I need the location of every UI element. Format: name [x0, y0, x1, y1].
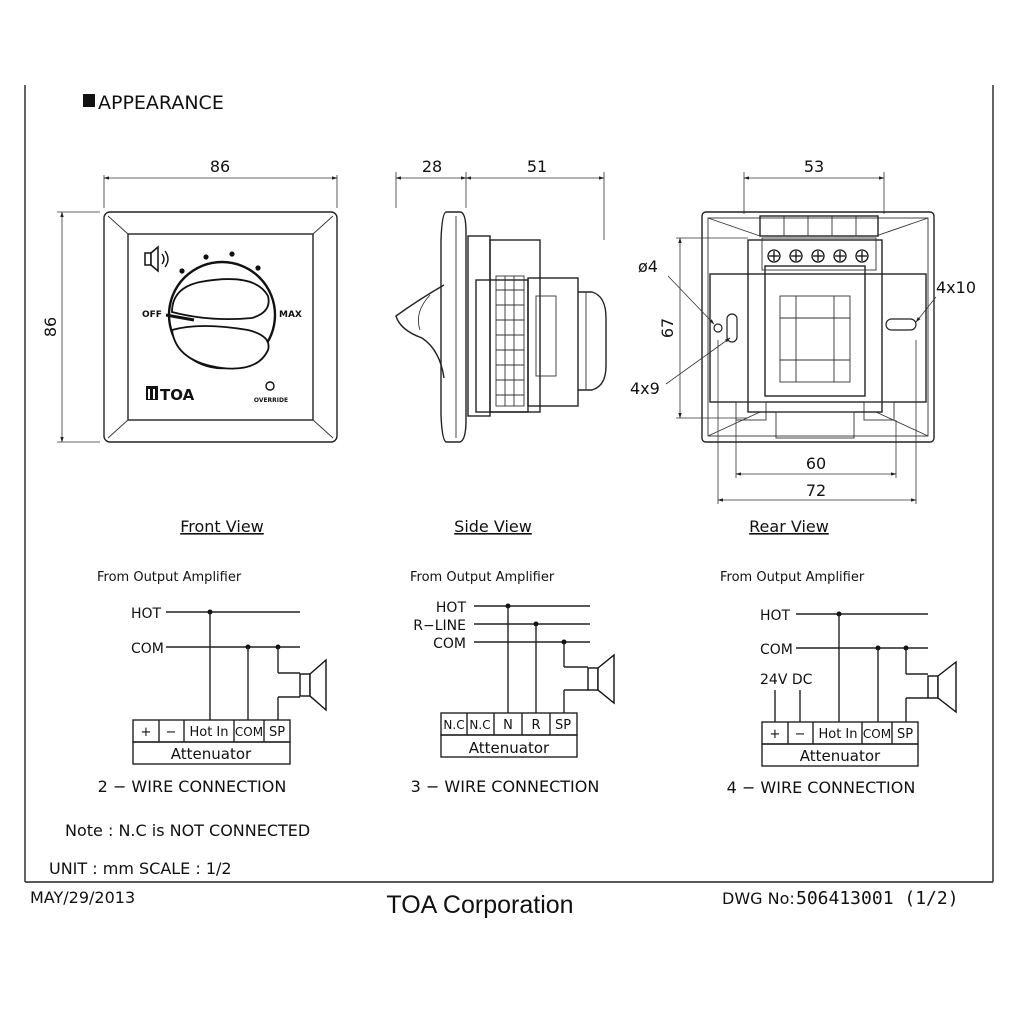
front-view: 86 86 O [41, 157, 338, 536]
three-wire-com-label: COM [433, 636, 466, 652]
four-wire-source: From Output Amplifier [720, 570, 865, 585]
four-wire-box-label: Attenuator [800, 747, 881, 765]
four-wire-caption: 4 − WIRE CONNECTION [727, 778, 916, 797]
section-marker [83, 94, 95, 107]
front-view-caption: Front View [180, 517, 264, 536]
terminal-block [759, 215, 879, 271]
two-wire-box-label: Attenuator [171, 745, 252, 763]
two-wire-hot-label: HOT [131, 606, 162, 622]
left-mount-slot [726, 313, 738, 343]
side-view: 28 51 Side View [395, 157, 607, 536]
rear-dim-top: 53 [804, 157, 824, 176]
two-wire-terminal-com: COM [235, 725, 263, 739]
two-wire-terminal-plus: + [141, 725, 152, 740]
footer-company: TOA Corporation [386, 891, 573, 919]
svg-text:TOA: TOA [160, 386, 195, 404]
three-wire-box-label: Attenuator [469, 739, 550, 757]
right-mount-slot [885, 318, 917, 331]
three-wire-diagram: From Output Amplifier HOT R−LINE COM N.C… [410, 570, 615, 796]
rear-dim-slot-left: 4x9 [630, 379, 660, 398]
four-wire-terminal-hot-in: Hot In [818, 727, 857, 742]
four-wire-terminal-plus: + [770, 727, 781, 742]
two-wire-diagram: From Output Amplifier HOT COM + − Hot In… [97, 570, 327, 796]
two-wire-terminal-sp: SP [269, 725, 285, 740]
label-off: OFF [142, 310, 162, 320]
three-wire-caption: 3 − WIRE CONNECTION [411, 777, 600, 796]
three-wire-speaker-icon [587, 653, 615, 705]
four-wire-diagram: From Output Amplifier HOT COM 24V DC + −… [720, 570, 957, 797]
four-wire-speaker-icon [927, 660, 957, 714]
footer-dwg-number: 506413001 (1/2) [796, 888, 959, 909]
unit-scale: UNIT : mm SCALE : 1/2 [49, 859, 232, 878]
four-wire-dc-label: 24V DC [760, 672, 813, 688]
left-mount-hole [713, 323, 723, 333]
three-wire-terminal-n: N [503, 718, 513, 733]
volume-knob[interactable] [165, 260, 277, 370]
four-wire-com-label: COM [760, 642, 793, 658]
rear-dim-outer-width: 72 [806, 481, 826, 500]
side-dim-front: 28 [422, 157, 442, 176]
two-wire-caption: 2 − WIRE CONNECTION [98, 777, 287, 796]
three-wire-terminal-nc2: N.C [469, 718, 490, 732]
three-wire-terminal-nc1: N.C [443, 718, 464, 732]
four-wire-terminal-com: COM [863, 727, 891, 741]
footer-dwg-label: DWG No: [722, 889, 795, 908]
rear-dim-slot-right: 4x10 [936, 278, 976, 297]
rear-view-caption: Rear View [749, 517, 829, 536]
label-override: OVERRIDE [254, 397, 288, 404]
front-dim-width: 86 [210, 157, 230, 176]
note-nc: Note : N.C is NOT CONNECTED [65, 821, 310, 840]
speaker-volume-icon [144, 245, 169, 273]
label-max: MAX [279, 310, 302, 320]
three-wire-hot-label: HOT [436, 600, 467, 616]
level-dots [179, 251, 261, 274]
override-led [265, 381, 275, 391]
front-dim-height: 86 [41, 317, 60, 337]
two-wire-source: From Output Amplifier [97, 570, 242, 585]
four-wire-terminal-sp: SP [897, 727, 913, 742]
three-wire-source: From Output Amplifier [410, 570, 555, 585]
two-wire-com-label: COM [131, 641, 164, 657]
sheet-border [24, 85, 994, 883]
three-wire-terminal-r: R [531, 718, 540, 733]
rear-view: 53 [630, 157, 976, 536]
four-wire-terminal-minus: − [795, 727, 806, 742]
rear-dim-hole: ø4 [638, 257, 658, 276]
two-wire-terminal-minus: − [166, 725, 177, 740]
two-wire-terminal-hot-in: Hot In [189, 725, 228, 740]
side-dim-rear: 51 [527, 157, 547, 176]
rear-dim-height: 67 [658, 318, 677, 338]
toa-logo: TOA [146, 386, 195, 404]
two-wire-speaker-icon [299, 658, 327, 712]
three-wire-rline-label: R−LINE [413, 618, 466, 634]
side-view-caption: Side View [454, 517, 532, 536]
four-wire-hot-label: HOT [760, 608, 791, 624]
footer-date: MAY/29/2013 [30, 888, 135, 907]
rear-dim-inner-width: 60 [806, 454, 826, 473]
three-wire-terminal-sp: SP [555, 718, 571, 733]
section-title: APPEARANCE [98, 92, 224, 114]
terminal-stack [495, 275, 525, 407]
